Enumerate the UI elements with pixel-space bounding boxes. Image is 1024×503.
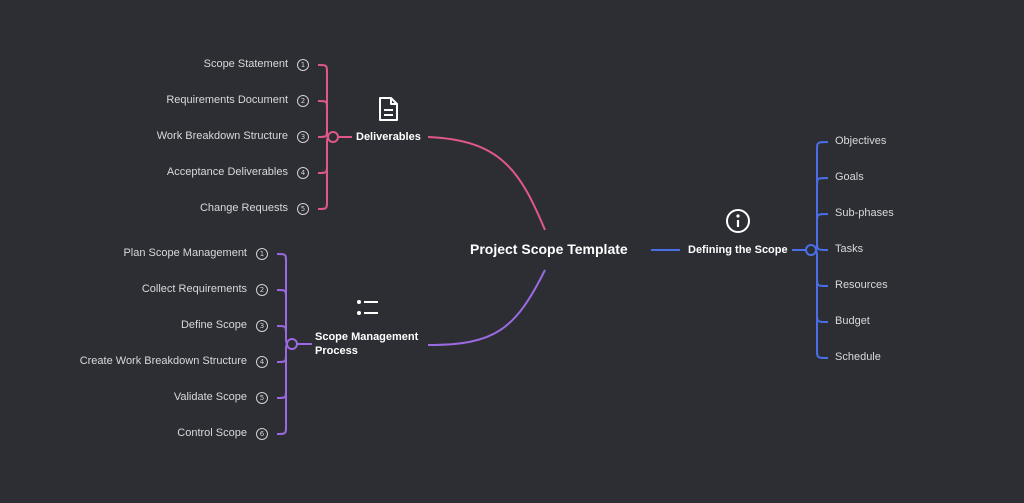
branch-defining-the-scope[interactable]: Defining the Scope	[688, 244, 788, 256]
bracket-leaf	[276, 325, 287, 335]
defining-item[interactable]: Resources	[835, 279, 888, 291]
item-number-badge: 2	[256, 284, 268, 296]
bracket-leaf	[276, 389, 287, 399]
defining-item[interactable]: Sub-phases	[835, 207, 894, 219]
bracket-leaf	[816, 277, 829, 287]
root-topic[interactable]: Project Scope Template	[470, 241, 628, 257]
item-number-badge: 6	[256, 428, 268, 440]
bracket-lower	[810, 249, 829, 359]
bracket-leaf	[816, 177, 829, 187]
connector-root-process	[427, 269, 546, 346]
item-number-badge: 1	[256, 248, 268, 260]
process-item[interactable]: Define Scope	[180, 319, 247, 331]
defining-item[interactable]: Objectives	[835, 135, 887, 147]
defining-hub-node	[805, 244, 817, 256]
item-number-badge: 4	[256, 356, 268, 368]
bracket-upper	[810, 141, 829, 251]
bracket-leaf	[317, 164, 328, 174]
branch-label-line2: Process	[315, 345, 358, 357]
branch-deliverables[interactable]: Deliverables	[356, 131, 421, 143]
bracket-leaf	[276, 353, 287, 363]
bracket-leaf	[816, 213, 829, 223]
item-number-badge: 1	[297, 59, 309, 71]
process-item[interactable]: Create Work Breakdown Structure	[79, 355, 247, 367]
item-number-badge: 5	[297, 203, 309, 215]
process-item[interactable]: Plan Scope Management	[123, 247, 247, 259]
defining-item[interactable]: Goals	[835, 171, 864, 183]
process-hub-node	[286, 338, 298, 350]
deliverables-item[interactable]: Change Requests	[199, 202, 288, 214]
deliverables-hub-node	[327, 131, 339, 143]
deliverables-item[interactable]: Scope Statement	[203, 58, 288, 70]
bracket-upper	[276, 253, 293, 345]
info-icon	[726, 209, 750, 233]
item-number-badge: 2	[297, 95, 309, 107]
process-item[interactable]: Control Scope	[177, 427, 247, 439]
connector-root-deliverables	[427, 136, 546, 231]
branch-label-line1: Scope Management	[315, 331, 419, 343]
defining-item[interactable]: Tasks	[835, 243, 864, 255]
bracket-lower	[276, 343, 293, 435]
process-item[interactable]: Collect Requirements	[141, 283, 247, 295]
item-number-badge: 3	[297, 131, 309, 143]
item-number-badge: 4	[297, 167, 309, 179]
bracket-leaf	[816, 313, 829, 323]
deliverables-item[interactable]: Work Breakdown Structure	[156, 130, 288, 142]
defining-item[interactable]: Budget	[835, 315, 870, 327]
document-icon	[379, 97, 398, 121]
bracket-leaf	[317, 128, 328, 138]
process-item[interactable]: Validate Scope	[173, 391, 247, 403]
bracket-leaf	[276, 289, 287, 299]
branch-scope-management-process[interactable]: Scope Management Process	[315, 330, 418, 358]
bracket-leaf	[317, 100, 328, 110]
item-number-badge: 5	[256, 392, 268, 404]
item-number-badge: 3	[256, 320, 268, 332]
deliverables-item[interactable]: Acceptance Deliverables	[166, 166, 288, 178]
list-icon	[357, 300, 378, 315]
defining-item[interactable]: Schedule	[835, 351, 881, 363]
bracket-leaf	[816, 241, 829, 251]
deliverables-item[interactable]: Requirements Document	[166, 94, 288, 106]
